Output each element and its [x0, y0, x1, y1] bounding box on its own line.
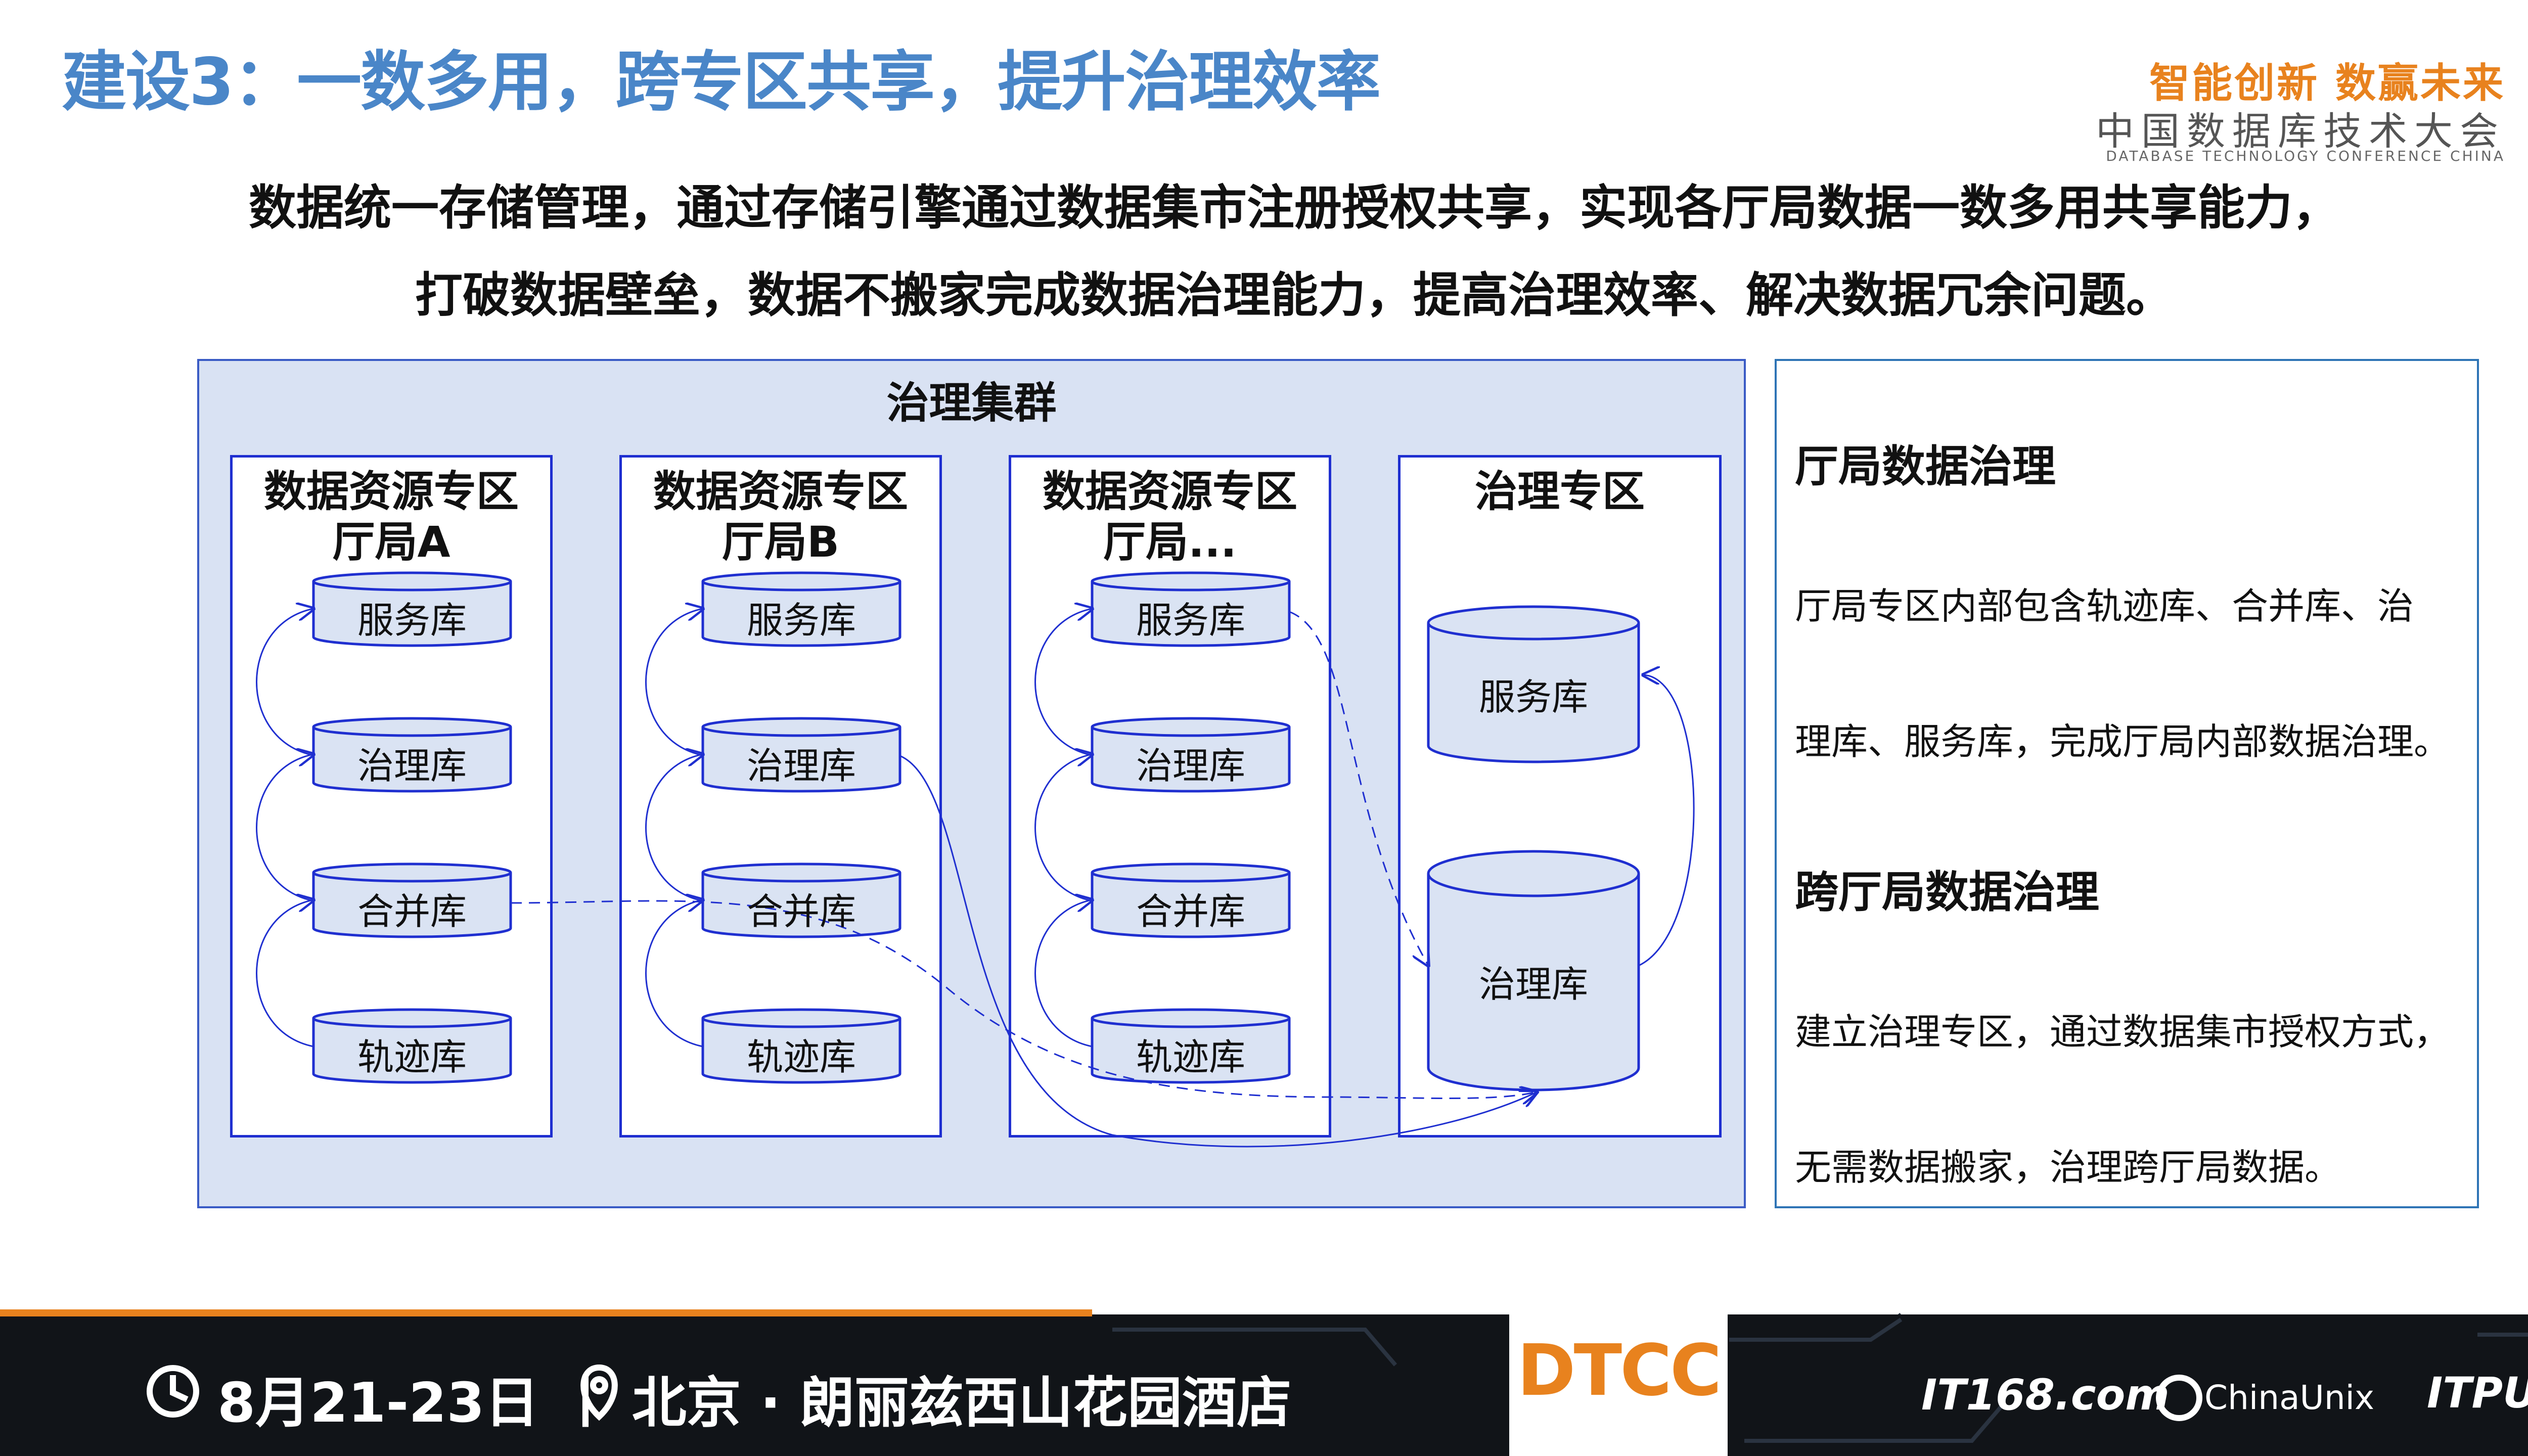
- governance-db-governance: [1427, 850, 1640, 1091]
- zone-more-title-line1: 数据资源专区: [1042, 467, 1297, 516]
- governance-db-service: [1427, 605, 1640, 763]
- zone-b-db-merge: [701, 862, 901, 938]
- zone-b-db-governance-label: 治理库: [746, 745, 856, 787]
- footer-icons: [147, 1317, 2528, 1443]
- page-title: 建设3：一数多用，跨专区共享，提升治理效率: [62, 44, 1381, 120]
- zone-a-db-governance: [312, 717, 512, 793]
- zone-b-db-merge-label: 合并库: [746, 890, 856, 933]
- cross-flow-dashed: [510, 611, 1537, 1099]
- zone-a-title-line1: 数据资源专区: [263, 467, 519, 516]
- footer-bar: [0, 1314, 2528, 1456]
- footer-event-info: 8月21-23日 丨 北京 · 朗丽兹西山花园酒店: [217, 1372, 1291, 1435]
- cross-flow-solid: [899, 755, 1537, 1148]
- zone-b-db-service: [701, 571, 901, 647]
- side-section1-title: 厅局数据治理: [1795, 441, 2056, 492]
- footer-chinaunix-icon: [2156, 1375, 2202, 1421]
- zone-more-db-governance: [1091, 717, 1291, 793]
- zone-more-db-trajectory: [1091, 1008, 1291, 1084]
- zone-b-db-governance: [701, 717, 901, 793]
- footer-location-pin-icon: [580, 1364, 618, 1421]
- zone-a-db-service: [312, 571, 512, 647]
- zone-b-db-service-label: 服务库: [746, 599, 856, 642]
- zone-a-db-service-label: 服务库: [357, 599, 467, 642]
- logo-slogan: 智能创新 数赢未来: [2149, 60, 2505, 107]
- it168-logo: IT168.com: [1921, 1370, 2170, 1420]
- logo-org-en: DATABASE TECHNOLOGY CONFERENCE CHINA: [2106, 148, 2505, 164]
- intro-line-2: 打破数据壁垒，数据不搬家完成数据治理能力，提高治理效率、解决数据冗余问题。: [415, 268, 2174, 323]
- logo-org-cn: 中国数据库技术大会: [2096, 109, 2505, 154]
- governance-zone-title: 治理专区: [1474, 467, 1645, 516]
- zone-more-db-service: [1091, 571, 1291, 647]
- zone-more-db-service-label: 服务库: [1136, 599, 1245, 642]
- zone-a-db-trajectory-label: 轨迹库: [357, 1036, 467, 1078]
- zone-a-db-merge-label: 合并库: [357, 890, 467, 933]
- zone-more-title-line2: 厅局...: [1103, 517, 1237, 567]
- zone-b-title-line1: 数据资源专区: [653, 467, 908, 516]
- itpub-logo: ITPUB: [2427, 1368, 2528, 1418]
- side-section2-line1: 建立治理专区，通过数据集市授权方式，: [1795, 1011, 2451, 1053]
- footer-clock-icon: [147, 1365, 199, 1418]
- zone-more-db-merge: [1091, 862, 1291, 938]
- zone-a-title-line2: 厅局A: [332, 517, 450, 567]
- zone-a-db-merge: [312, 862, 512, 938]
- intro-line-1: 数据统一存储管理，通过存储引擎通过数据集市注册授权共享，实现各厅局数据一数多用共…: [248, 180, 2340, 236]
- dtcc-logo-box: [1509, 1314, 1728, 1456]
- governance-db-service-label: 服务库: [1478, 676, 1588, 718]
- zone-more-db-trajectory-label: 轨迹库: [1136, 1036, 1245, 1078]
- internal-flow-arrows: [256, 609, 1695, 1048]
- zone-b-title-line2: 厅局B: [721, 517, 840, 567]
- zone-more-db-merge-label: 合并库: [1136, 890, 1245, 933]
- zone-more-db-governance-label: 治理库: [1136, 745, 1245, 787]
- footer-accent-strip: [0, 1309, 1092, 1316]
- footer-circuit-decoration: [1112, 1317, 2528, 1443]
- side-section1-line2: 理库、服务库，完成厅局内部数据治理。: [1795, 720, 2451, 763]
- side-section1-line1: 厅局专区内部包含轨迹库、合并库、治: [1795, 585, 2414, 627]
- governance-db-governance-label: 治理库: [1478, 963, 1588, 1006]
- zone-b-db-trajectory: [701, 1008, 901, 1084]
- zone-b-db-trajectory-label: 轨迹库: [746, 1036, 856, 1078]
- side-panel: [1775, 359, 2479, 1208]
- zone-a-db-governance-label: 治理库: [357, 745, 467, 787]
- zone-a-db-trajectory: [312, 1008, 512, 1084]
- dtcc-logo: DTCC: [1517, 1330, 1722, 1412]
- side-section2-line2: 无需数据搬家，治理跨厅局数据。: [1795, 1146, 2341, 1189]
- side-section2-title: 跨厅局数据治理: [1795, 867, 2099, 918]
- cluster-title: 治理集群: [886, 378, 1057, 428]
- chinaunix-logo: ChinaUnix: [2204, 1378, 2375, 1417]
